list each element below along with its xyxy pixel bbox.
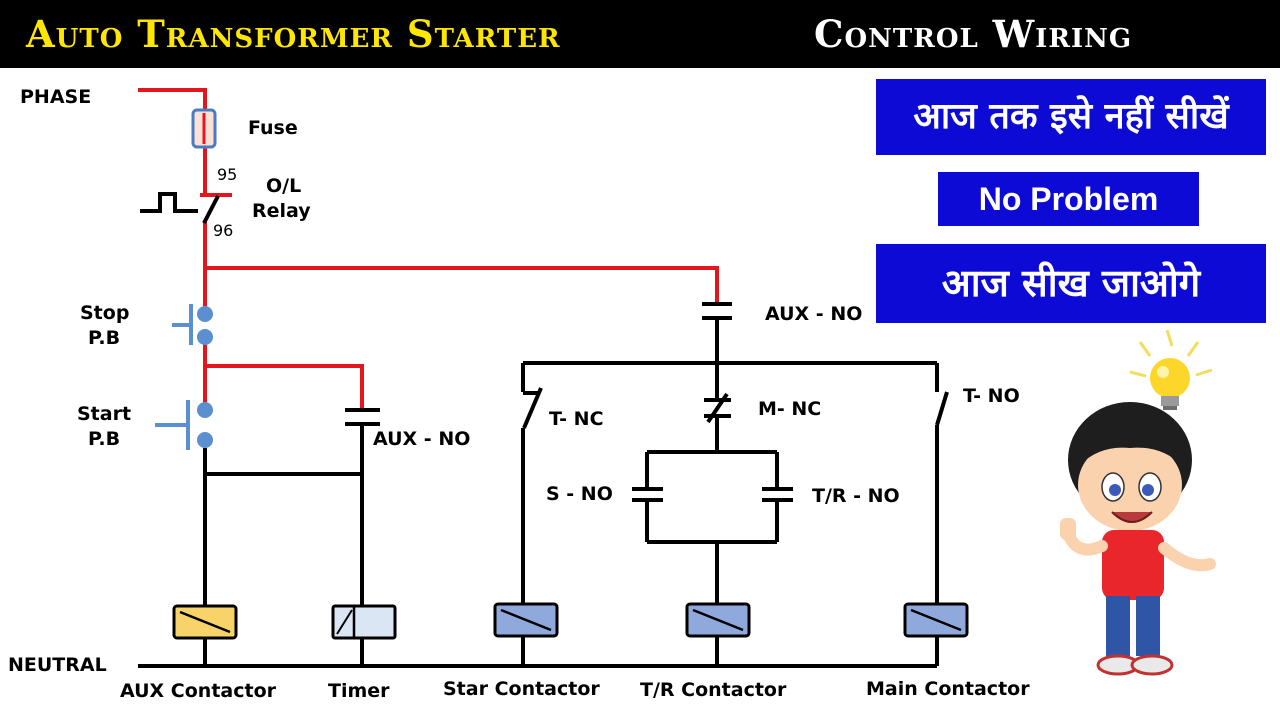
coil-label-tr: T/R Contactor [640, 679, 787, 701]
coil-star-contactor [493, 602, 559, 638]
label-stop-line1: Stop [80, 302, 129, 324]
coil-label-star: Star Contactor [443, 678, 600, 700]
label-terminal-96: 96 [213, 221, 233, 240]
label-phase: PHASE [20, 86, 91, 108]
thumbs-up-boy-illustration [1060, 402, 1216, 676]
live-wires [138, 88, 719, 400]
label-m-nc: M- NC [758, 398, 821, 420]
label-aux-no-main: AUX - NO [765, 303, 862, 325]
promo-box-no-problem: No Problem [938, 172, 1199, 226]
aux-no-main-contact [702, 302, 732, 320]
lightbulb-icon [1129, 329, 1213, 410]
start-push-button [155, 400, 213, 450]
no-contact-plates [345, 302, 793, 502]
label-ol-line2: Relay [252, 200, 311, 222]
label-aux-no-hold: AUX - NO [373, 428, 470, 450]
coil-label-aux: AUX Contactor [120, 680, 277, 702]
promo-box-line1: आज तक इसे नहीं सीखें [876, 79, 1266, 155]
coil-aux-contactor [172, 604, 238, 640]
stop-push-button [172, 301, 213, 347]
label-start-line2: P.B [88, 428, 120, 450]
t-nc-contact [522, 387, 543, 429]
overload-relay-contact [140, 175, 232, 224]
switch-contacts [522, 387, 949, 429]
label-neutral: NEUTRAL [8, 654, 107, 676]
label-tr-no: T/R - NO [812, 485, 900, 507]
tr-no-contact [762, 487, 793, 502]
label-t-no: T- NO [963, 385, 1020, 407]
coil-timer [331, 604, 397, 640]
control-wires [138, 320, 939, 668]
title-part-white: Control Wiring [814, 12, 1133, 56]
label-stop-line2: P.B [88, 327, 120, 349]
promo-box-line3: आज सीख जाओगे [876, 244, 1266, 323]
t-no-contact [935, 391, 949, 426]
m-nc-contact [704, 392, 731, 424]
cartoon-art [1060, 329, 1216, 676]
label-s-no: S - NO [546, 483, 613, 505]
label-ol-line1: O/L [266, 175, 301, 197]
fuse-symbol [191, 108, 217, 149]
coil-main-contactor [903, 602, 969, 638]
s-no-contact [632, 487, 663, 502]
label-t-nc: T- NC [549, 408, 604, 430]
coil-label-timer: Timer [328, 680, 390, 702]
title-part-yellow: Auto Transformer Starter [26, 12, 561, 56]
label-terminal-95: 95 [217, 165, 237, 184]
label-start-line1: Start [77, 403, 131, 425]
coil-tr-contactor [685, 602, 751, 638]
aux-no-hold-contact [345, 400, 380, 426]
label-fuse: Fuse [248, 117, 298, 139]
coil-label-main: Main Contactor [866, 678, 1030, 700]
title-bar: Auto Transformer Starter Control Wiring [0, 0, 1280, 68]
